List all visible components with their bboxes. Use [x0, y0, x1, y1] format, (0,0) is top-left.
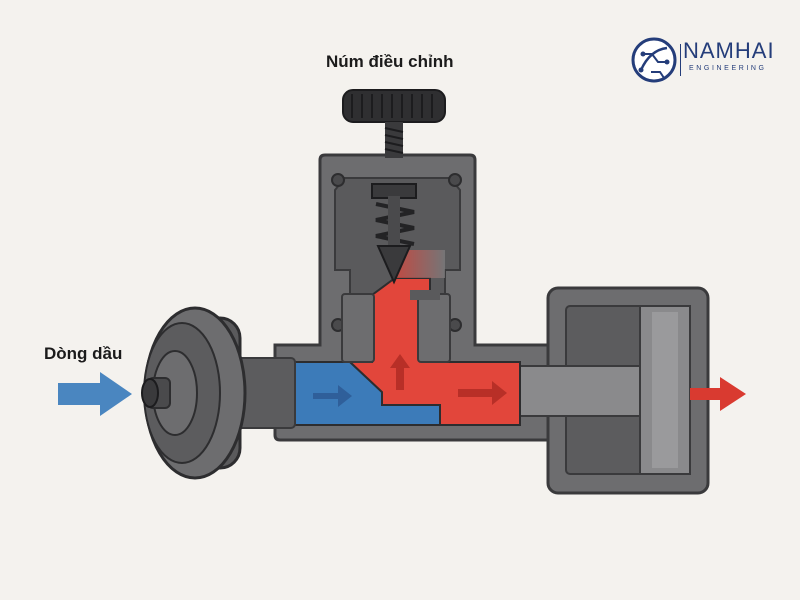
bolt	[448, 173, 462, 187]
flow-arrow-right	[458, 381, 507, 405]
regulator-spring	[371, 183, 417, 285]
logo-divider	[680, 44, 681, 76]
knob-label: Núm điều chỉnh	[326, 52, 454, 71]
inlet-wheel	[141, 306, 296, 480]
flow-arrow-blue	[313, 385, 352, 407]
circuit-globe-icon	[631, 37, 677, 83]
logo-name: NAMHAI	[683, 38, 775, 63]
inlet-flow-arrow	[58, 372, 132, 416]
brand-logo: NAMHAI ENGINEERING	[628, 36, 788, 86]
oil-channel	[289, 250, 521, 426]
bolt	[331, 173, 345, 187]
outlet-housing	[519, 286, 710, 495]
logo-subtitle: ENGINEERING	[689, 65, 767, 72]
flow-arrow-up	[390, 354, 410, 390]
inlet-label: Dòng dầu	[44, 344, 123, 363]
adjustment-knob	[342, 89, 446, 158]
outlet-flow-arrow	[690, 377, 746, 411]
